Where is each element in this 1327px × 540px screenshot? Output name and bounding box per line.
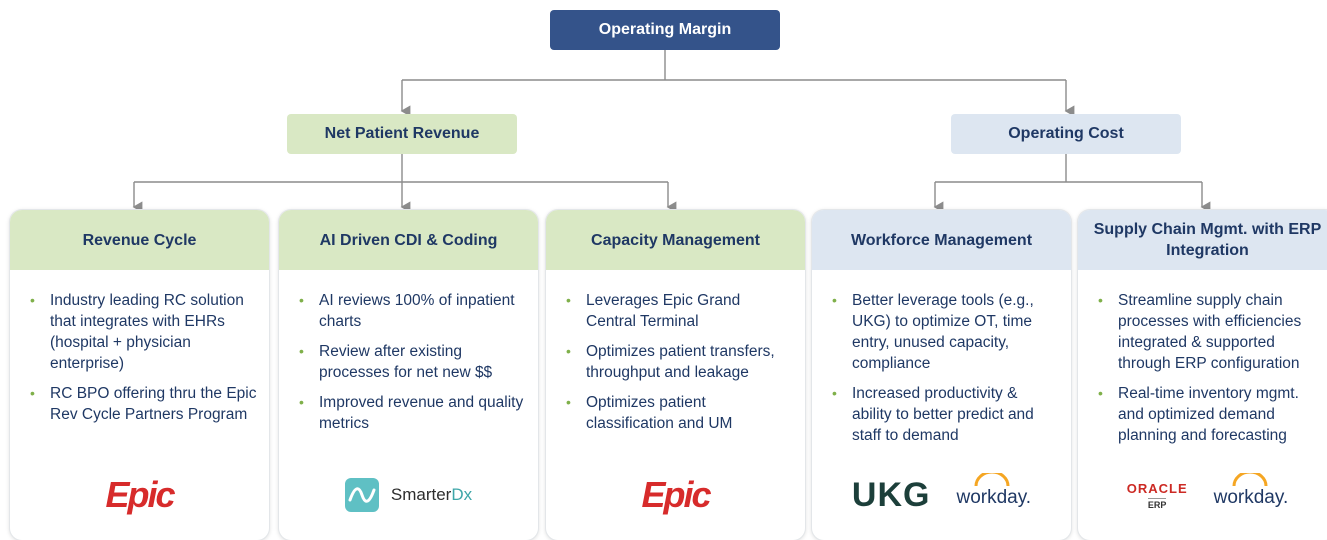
list-item: •Optimizes patient classification and UM bbox=[566, 394, 733, 432]
card-title: Supply Chain Mgmt. with ERP Integration bbox=[1078, 210, 1327, 270]
list-item: •Leverages Epic Grand Central Terminal bbox=[566, 292, 741, 330]
list-item: •Improved revenue and quality metrics bbox=[299, 394, 524, 432]
workday-logo: workday. bbox=[956, 473, 1031, 509]
list-item: •Optimizes patient transfers, throughput… bbox=[566, 343, 775, 381]
list-item: •Better leverage tools (e.g., UKG) to op… bbox=[832, 292, 1034, 372]
workforce-management-card: Workforce Management •Better leverage to… bbox=[812, 210, 1071, 540]
list-item: •Industry leading RC solution that integ… bbox=[30, 292, 244, 372]
capacity-management-card: Capacity Management •Leverages Epic Gran… bbox=[546, 210, 805, 540]
workday-logo: workday. bbox=[1214, 473, 1288, 509]
card-title: Workforce Management bbox=[812, 210, 1071, 270]
smarterdx-wordmark: SmarterDx bbox=[390, 485, 473, 504]
net-patient-revenue-node: Net Patient Revenue bbox=[287, 114, 517, 154]
list-item: •AI reviews 100% of inpatient charts bbox=[299, 292, 515, 330]
list-item: •Real-time inventory mgmt. and optimized… bbox=[1098, 385, 1299, 444]
list-item: •Streamline supply chain processes with … bbox=[1098, 292, 1302, 372]
card-title: Revenue Cycle bbox=[10, 210, 269, 270]
supply-chain-card: Supply Chain Mgmt. with ERP Integration … bbox=[1078, 210, 1327, 540]
oracle-erp-logo: ORACLE ERP bbox=[1126, 480, 1188, 510]
wave-icon bbox=[344, 478, 379, 512]
workday-arc-icon bbox=[1232, 473, 1268, 487]
card-title: AI Driven CDI & Coding bbox=[279, 210, 538, 270]
epic-logo: Epic bbox=[641, 474, 711, 515]
ukg-logo: UKG bbox=[851, 475, 931, 514]
operating-cost-node: Operating Cost bbox=[951, 114, 1181, 154]
list-item: •Review after existing processes for net… bbox=[299, 343, 493, 381]
ai-cdi-coding-card: AI Driven CDI & Coding •AI reviews 100% … bbox=[279, 210, 538, 540]
list-item: •RC BPO offering thru the Epic Rev Cycle… bbox=[30, 385, 257, 423]
workday-arc-icon bbox=[974, 473, 1010, 487]
smarterdx-logo: SmarterDx bbox=[344, 478, 473, 512]
list-item: •Increased productivity & ability to bet… bbox=[832, 385, 1034, 444]
operating-margin-node: Operating Margin bbox=[550, 10, 780, 50]
revenue-cycle-card: Revenue Cycle •Industry leading RC solut… bbox=[10, 210, 269, 540]
epic-logo: Epic bbox=[105, 474, 175, 515]
card-title: Capacity Management bbox=[546, 210, 805, 270]
